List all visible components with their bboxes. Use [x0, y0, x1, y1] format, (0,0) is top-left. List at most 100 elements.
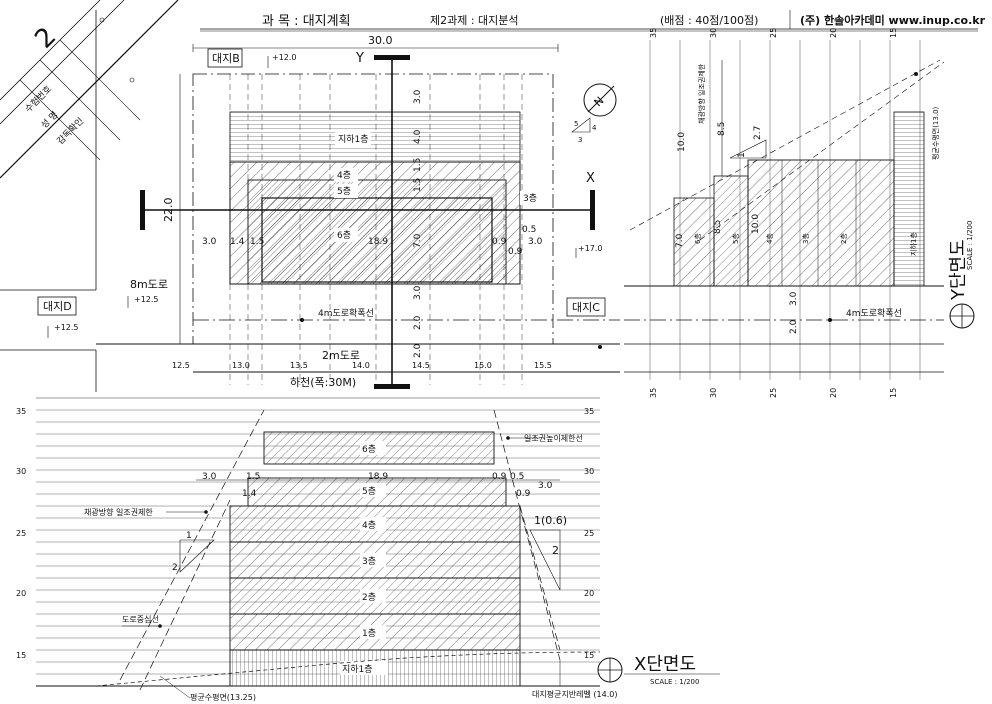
score-label: (배점 : 40점/100점): [660, 14, 758, 27]
plan-river-label: 하천(폭:30M): [290, 375, 356, 389]
y-dim-8: 3.0: [789, 291, 799, 306]
x-ratio-left-1: 1: [186, 531, 192, 541]
x-level-left-1: 35: [16, 407, 26, 416]
x-dim-b: 1.5: [246, 472, 260, 482]
plan-dim-top: 30.0: [368, 34, 393, 47]
plan-level-6: 15.0: [474, 361, 492, 370]
x-dim-a: 3.0: [202, 472, 217, 482]
y-section-basement: [893, 111, 925, 287]
y-dim-7: 10.0: [751, 214, 761, 234]
plan-dim-h-d: 18.9: [368, 237, 388, 247]
plan-basement: [229, 111, 521, 163]
plan-x-axis-label: X: [586, 171, 595, 186]
form-field-name: 성 명: [39, 109, 61, 131]
plan-4f-label: 4층: [337, 170, 351, 181]
y-floor-2f: 2층: [839, 233, 848, 244]
y-level-top-2: 30: [709, 28, 718, 38]
y-dim-4: 1: [737, 152, 747, 158]
x-note-site-level: 대지평균지반레벨 (14.0): [532, 689, 617, 699]
plan-dim-h-a: 3.0: [202, 237, 217, 247]
y-level-bot-5: 15: [889, 388, 898, 398]
sheet-number: 2: [29, 22, 62, 55]
x-level-left-4: 20: [16, 589, 26, 598]
north-arrow-icon: N: [571, 83, 617, 133]
y-dim-9: 2.0: [789, 319, 799, 334]
x-ratio-right-2: 2: [552, 544, 559, 557]
plan-dim-h-c: 1.5: [250, 237, 264, 247]
form-field-exam-no: 수험번호: [23, 84, 54, 115]
y-section-mass-low: [673, 197, 715, 287]
north-dim-a: 5: [574, 120, 578, 128]
plan-dim-h-h: 0.9: [508, 247, 523, 257]
y-section-mass-mid: [713, 175, 749, 287]
x-floor-4f-label: 4층: [362, 520, 376, 531]
site-d-elevation-1: +12.5: [134, 295, 159, 304]
plan-road-widen-label: 4m도로확폭선: [318, 307, 374, 319]
y-note-avg: 평균수평면(13.0): [931, 106, 940, 160]
x-level-left-5: 15: [16, 651, 26, 660]
y-section: 35 30 25 20 15 35 30 25 20 15 6층 5층 4층 3…: [624, 28, 975, 398]
x-floor-5f-label: 5층: [362, 486, 376, 497]
plan-dim-v-1: 3.0: [413, 89, 423, 104]
y-section-marker-icon: [949, 303, 975, 329]
plan-dim-h-g: 3.0: [528, 237, 543, 247]
plan-dim-v-6: 3.0: [413, 285, 423, 300]
site-d-elevation-2: +12.5: [54, 323, 79, 332]
y-floor-b1: 지하1층: [909, 232, 918, 256]
y-floor-6f: 6층: [693, 233, 702, 244]
x-floor-2f-label: 2층: [362, 592, 376, 603]
x-level-right-1: 35: [584, 407, 594, 416]
company-label: (주) 한솔아카데미 www.inup.co.kr: [800, 13, 986, 27]
site-plan: 30.0 22.0 대지B +12.0 대지C +17.0 대지D +12.5 …: [0, 10, 620, 392]
plan-dim-v-3: 1.5: [413, 158, 423, 172]
y-floor-5f: 5층: [731, 233, 740, 244]
plan-basement-label: 지하1층: [338, 134, 369, 145]
x-ratio-right: 1(0.6): [534, 514, 567, 527]
plan-road-2m-label: 2m도로: [322, 349, 360, 362]
x-level-left-2: 30: [16, 467, 26, 476]
road-8m-label: 8m도로: [130, 278, 168, 291]
x-level-left-3: 25: [16, 529, 26, 538]
x-level-right-5: 15: [584, 651, 594, 660]
x-dim-g: 3.0: [538, 481, 553, 491]
y-road-widen-label: 4m도로확폭선: [846, 307, 902, 319]
y-section-mass-main: [747, 159, 895, 287]
plan-5f-label: 5층: [337, 186, 351, 197]
x-floor-6f-label: 6층: [362, 444, 376, 455]
x-section-scale: SCALE : 1/200: [650, 678, 699, 686]
plan-3f-label: 3층: [523, 193, 537, 204]
y-level-top-5: 15: [889, 28, 898, 38]
plan-dim-v-4: 1.5: [413, 178, 423, 192]
site-b-elevation: +12.0: [272, 53, 297, 62]
plan-dim-v-8: 2.0: [413, 343, 423, 358]
subject-title: 과 목 : 대지계획: [262, 14, 351, 29]
y-floor-3f: 3층: [801, 233, 810, 244]
y-floor-4f: 4층: [765, 233, 774, 244]
y-note-lighting: 채광방향 일조권제한: [697, 63, 706, 124]
x-note-lighting: 채광방향 일조권제한: [84, 507, 153, 517]
x-ratio-left-2: 2: [172, 563, 178, 573]
y-level-bot-4: 20: [829, 388, 838, 398]
plan-level-3: 13.5: [290, 361, 308, 370]
x-level-right-3: 25: [584, 529, 594, 538]
y-floor-labels: 6층 5층 4층 3층 2층 지하1층: [693, 232, 918, 256]
task-title: 제2과제 : 대지분석: [430, 14, 519, 27]
x-section-marker-icon: [597, 657, 623, 683]
site-b-label: 대지B: [212, 52, 240, 65]
plan-dim-v-2: 4.0: [413, 129, 423, 144]
plan-dim-h-f: 0.5: [522, 225, 536, 235]
plan-y-axis-label: Y: [355, 51, 364, 66]
y-level-top-1: 35: [649, 28, 658, 38]
y-dim-1: 10.0: [677, 132, 687, 152]
y-dim-2: 8.5: [717, 122, 727, 136]
x-dim-c: 1.4: [242, 489, 257, 499]
y-dim-6: 8.5: [713, 220, 723, 234]
plan-6f-label: 6층: [337, 230, 351, 241]
x-section: 35 30 25 20 15 35 30 25 20 15 6층 5층 4층 3…: [16, 397, 720, 702]
plan-level-1: 12.5: [172, 361, 190, 370]
north-dim-c: 3: [578, 136, 582, 144]
plan-dim-v-5: 7.0: [413, 233, 423, 248]
y-section-title: Y단면도: [948, 239, 969, 301]
x-section-title: X단면도: [634, 654, 696, 675]
